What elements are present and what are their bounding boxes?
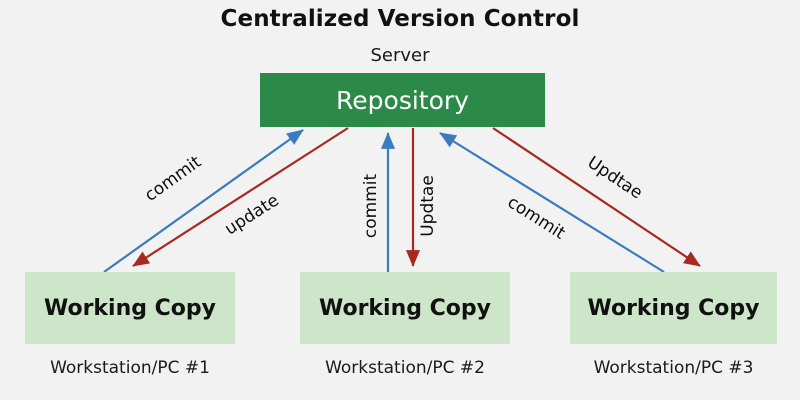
workstation-caption-1: Workstation/PC #1 <box>50 358 210 378</box>
page-title: Centralized Version Control <box>220 6 580 32</box>
repository-node[interactable]: Repository <box>260 73 545 127</box>
workstation-caption-2: Workstation/PC #2 <box>325 358 485 378</box>
server-label: Server <box>370 45 430 66</box>
edge-label-commit-2: commit <box>361 173 382 239</box>
repository-label: Repository <box>336 85 469 115</box>
workstation-caption-3: Workstation/PC #3 <box>593 358 754 378</box>
arrow-commit-3 <box>439 132 665 273</box>
working-copy-node-3[interactable]: Working Copy <box>570 272 777 344</box>
working-copy-node-1[interactable]: Working Copy <box>25 272 235 344</box>
arrow-update-3 <box>492 127 701 267</box>
working-copy-node-2[interactable]: Working Copy <box>300 272 510 344</box>
edge-label-update-1: update <box>221 190 283 240</box>
edge-label-update-3: Updtae <box>583 152 646 204</box>
edge-label-commit-3: commit <box>503 192 569 244</box>
working-copy-label-3: Working Copy <box>587 295 760 321</box>
edge-label-commit-1: commit <box>141 152 206 206</box>
working-copy-label-1: Working Copy <box>43 295 217 321</box>
working-copy-label-2: Working Copy <box>318 295 492 321</box>
arrow-update-1 <box>132 127 349 267</box>
edge-label-update-2: Updtae <box>417 175 438 237</box>
